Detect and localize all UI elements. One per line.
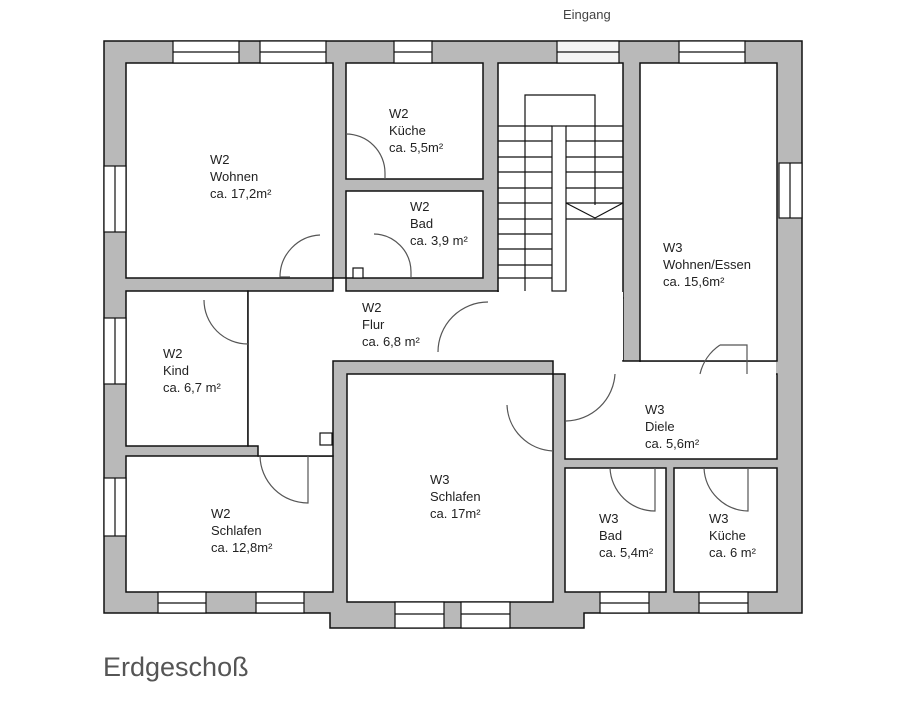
room-w2-bad <box>345 190 484 279</box>
room-area: ca. 17,2m² <box>210 186 272 201</box>
room-label-w2-wohnen: W2 Wohnen ca. 17,2m² <box>210 151 271 202</box>
room-name: Flur <box>362 317 385 332</box>
room-unit: W3 <box>430 472 450 487</box>
chimney <box>352 267 364 279</box>
room-name: Küche <box>389 123 426 138</box>
staircase <box>498 94 624 292</box>
room-area: ca. 6,8 m² <box>362 334 420 349</box>
room-w2-kueche <box>345 62 484 180</box>
room-unit: W3 <box>645 402 665 417</box>
room-label-w3-bad: W3 Bad ca. 5,4m² <box>599 510 653 561</box>
room-w3-wohnen-essen <box>639 62 778 362</box>
chimney <box>319 432 333 446</box>
room-label-w3-kueche: W3 Küche ca. 6 m² <box>709 510 756 561</box>
room-area: ca. 5,4m² <box>599 545 654 560</box>
room-unit: W2 <box>362 300 382 315</box>
room-unit: W3 <box>599 511 619 526</box>
room-area: ca. 5,5m² <box>389 140 444 155</box>
room-unit: W2 <box>210 152 230 167</box>
room-area: ca. 6,7 m² <box>163 380 221 395</box>
room-name: Diele <box>645 419 675 434</box>
window <box>394 601 445 629</box>
room-name: Bad <box>410 216 434 231</box>
window <box>460 601 511 629</box>
room-unit: W2 <box>410 199 430 214</box>
room-label-w3-schlafen: W3 Schlafen ca. 17m² <box>430 471 481 522</box>
room-w3-kueche <box>673 467 778 593</box>
room-area: ca. 12,8m² <box>211 540 273 555</box>
room-unit: W3 <box>709 511 729 526</box>
room-label-w2-flur: W2 Flur ca. 6,8 m² <box>362 299 420 350</box>
room-name: Bad <box>599 528 623 543</box>
entrance-label: Eingang <box>563 7 611 22</box>
room-name: Wohnen/Essen <box>663 257 751 272</box>
room-name: Küche <box>709 528 746 543</box>
room-unit: W2 <box>163 346 183 361</box>
room-area: ca. 17m² <box>430 506 481 521</box>
room-unit: W3 <box>663 240 683 255</box>
floor-title: Erdgeschoß <box>103 652 249 682</box>
room-area: ca. 5,6m² <box>645 436 700 451</box>
room-name: Schlafen <box>211 523 262 538</box>
room-name: Wohnen <box>210 169 259 184</box>
room-label-w2-kind: W2 Kind ca. 6,7 m² <box>163 345 221 396</box>
room-area: ca. 15,6m² <box>663 274 725 289</box>
door-swings <box>203 133 749 512</box>
room-w2-schlafen <box>125 455 334 593</box>
room-label-w2-bad: W2 Bad ca. 3,9 m² <box>410 198 468 249</box>
room-label-w2-kueche: W2 Küche ca. 5,5m² <box>389 105 443 156</box>
room-name: Schlafen <box>430 489 481 504</box>
room-label-w2-schlafen: W2 Schlafen ca. 12,8m² <box>211 505 272 556</box>
room-label-w3-wohnen-essen: W3 Wohnen/Essen ca. 15,6m² <box>663 239 751 290</box>
room-w3-schlafen <box>346 373 554 603</box>
room-label-w3-diele: W3 Diele ca. 5,6m² <box>645 401 699 452</box>
room-area: ca. 3,9 m² <box>410 233 468 248</box>
room-unit: W2 <box>389 106 409 121</box>
room-area: ca. 6 m² <box>709 545 756 560</box>
room-name: Kind <box>163 363 190 378</box>
room-w3-bad <box>564 467 667 593</box>
room-unit: W2 <box>211 506 231 521</box>
